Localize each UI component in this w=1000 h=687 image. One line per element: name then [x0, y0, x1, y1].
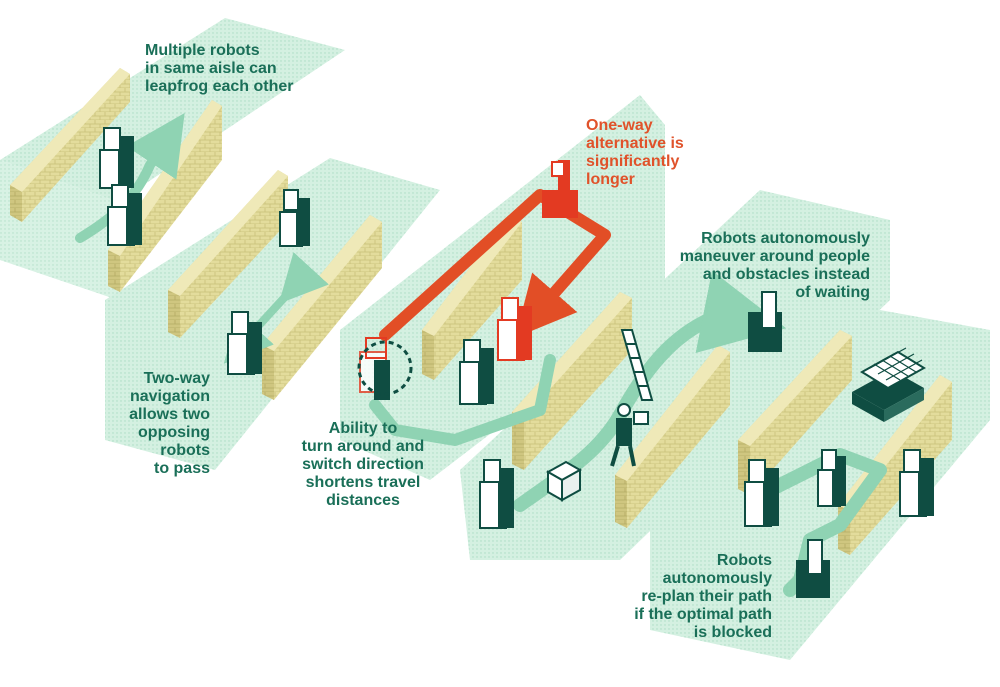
caption-leapfrog: Multiple robots in same aisle can leapfr…: [145, 42, 293, 96]
robot-icon: [480, 460, 514, 528]
robot-icon: [818, 450, 846, 506]
robot-icon: [498, 298, 532, 360]
caption-maneuver: Robots autonomously maneuver around peop…: [630, 230, 870, 302]
robot-icon: [280, 190, 310, 246]
robot-icon: [460, 340, 494, 404]
robot-icon: [100, 128, 134, 188]
caption-replan: Robots autonomously re-plan their path i…: [600, 552, 772, 642]
caption-two-way: Two-way navigation allows two opposing r…: [110, 370, 210, 478]
robot-icon: [108, 185, 142, 245]
robot-icon: [900, 450, 934, 516]
caption-one-way: One-way alternative is significantly lon…: [586, 117, 684, 189]
robot-icon: [745, 460, 779, 526]
caption-turn-around: Ability to turn around and switch direct…: [278, 420, 448, 510]
